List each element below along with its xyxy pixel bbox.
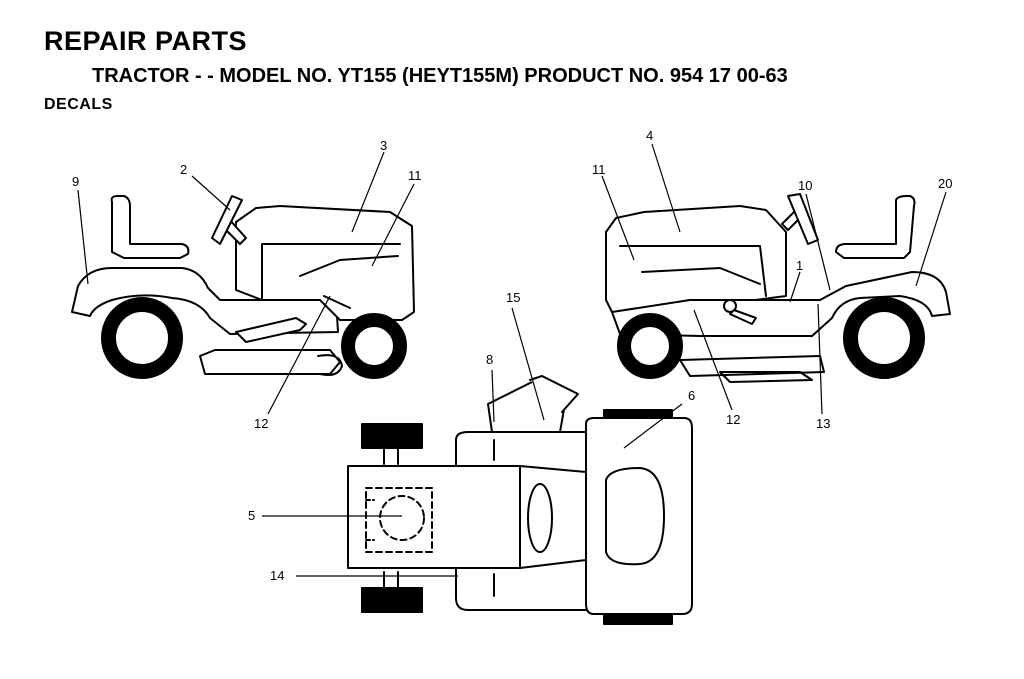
top-front-right-tire: [361, 587, 423, 613]
left-hood-line: [261, 243, 401, 309]
callout-3: 3: [380, 138, 387, 153]
left-rear-fender: [71, 267, 339, 335]
top-steering-wheel: [527, 483, 553, 553]
top-front-left-tire: [361, 423, 423, 449]
right-seat: [835, 195, 916, 259]
top-decal-5: [365, 487, 433, 553]
callout-1: 1: [796, 258, 803, 273]
right-throttle-lever: [729, 309, 757, 325]
callout-15: 15: [506, 290, 520, 305]
callout-11-right: 11: [592, 162, 606, 177]
left-pedal: [235, 317, 307, 343]
right-body: [611, 271, 951, 337]
callout-10: 10: [798, 178, 812, 193]
tractor-right-side-view: [605, 193, 951, 383]
callout-9: 9: [72, 174, 79, 189]
page-title: REPAIR PARTS: [44, 26, 248, 56]
section-label: DECALS: [44, 96, 113, 113]
callout-12-right: 12: [726, 412, 740, 427]
callout-14: 14: [270, 568, 284, 583]
callout-8: 8: [486, 352, 493, 367]
left-seat: [110, 195, 190, 259]
tractor-left-side-view: [71, 195, 415, 379]
model-subtitle: TRACTOR - - MODEL NO. YT155 (HEYT155M) P…: [92, 65, 788, 87]
callout-12-left: 12: [254, 416, 268, 431]
callout-6: 6: [688, 388, 695, 403]
left-deck-chute: [317, 354, 343, 376]
right-hood: [605, 205, 787, 313]
callout-11-left: 11: [408, 168, 422, 183]
top-rear-right-tire: [603, 613, 673, 625]
top-hood: [347, 465, 521, 569]
callout-2: 2: [180, 162, 187, 177]
left-hood: [235, 205, 415, 321]
callout-4: 4: [646, 128, 653, 143]
right-deck-chute: [719, 371, 813, 383]
left-steering-wheel: [211, 195, 243, 245]
tractor-top-view: [347, 375, 693, 625]
callout-20: 20: [938, 176, 952, 191]
left-mower-deck: [199, 349, 341, 375]
callout-5: 5: [248, 508, 255, 523]
top-seat: [605, 467, 665, 566]
right-throttle-knob: [723, 299, 737, 313]
callout-13: 13: [816, 416, 830, 431]
right-hood-line: [619, 245, 767, 297]
